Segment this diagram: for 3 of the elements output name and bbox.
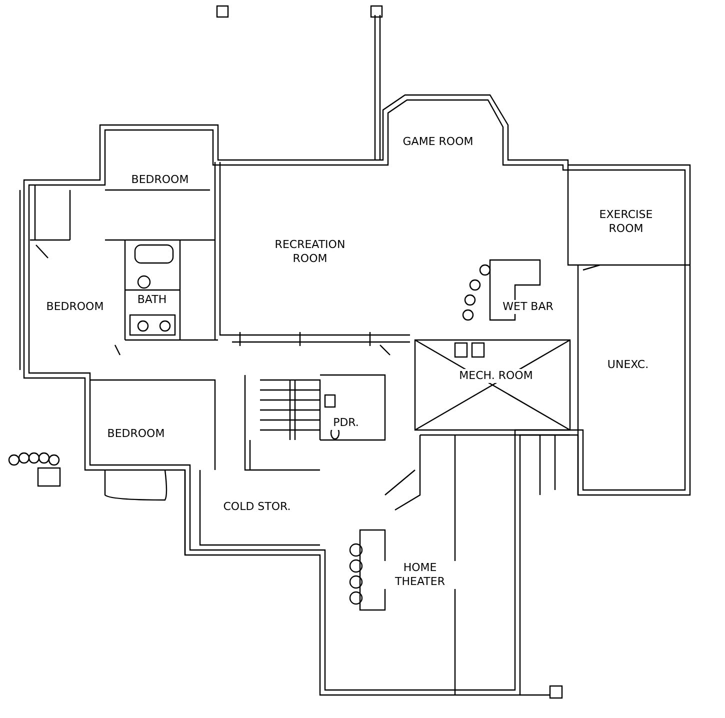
room-label: HOME THEATER: [383, 561, 457, 589]
room-label: WET BAR: [500, 300, 556, 314]
room-label: PDR.: [331, 416, 361, 430]
